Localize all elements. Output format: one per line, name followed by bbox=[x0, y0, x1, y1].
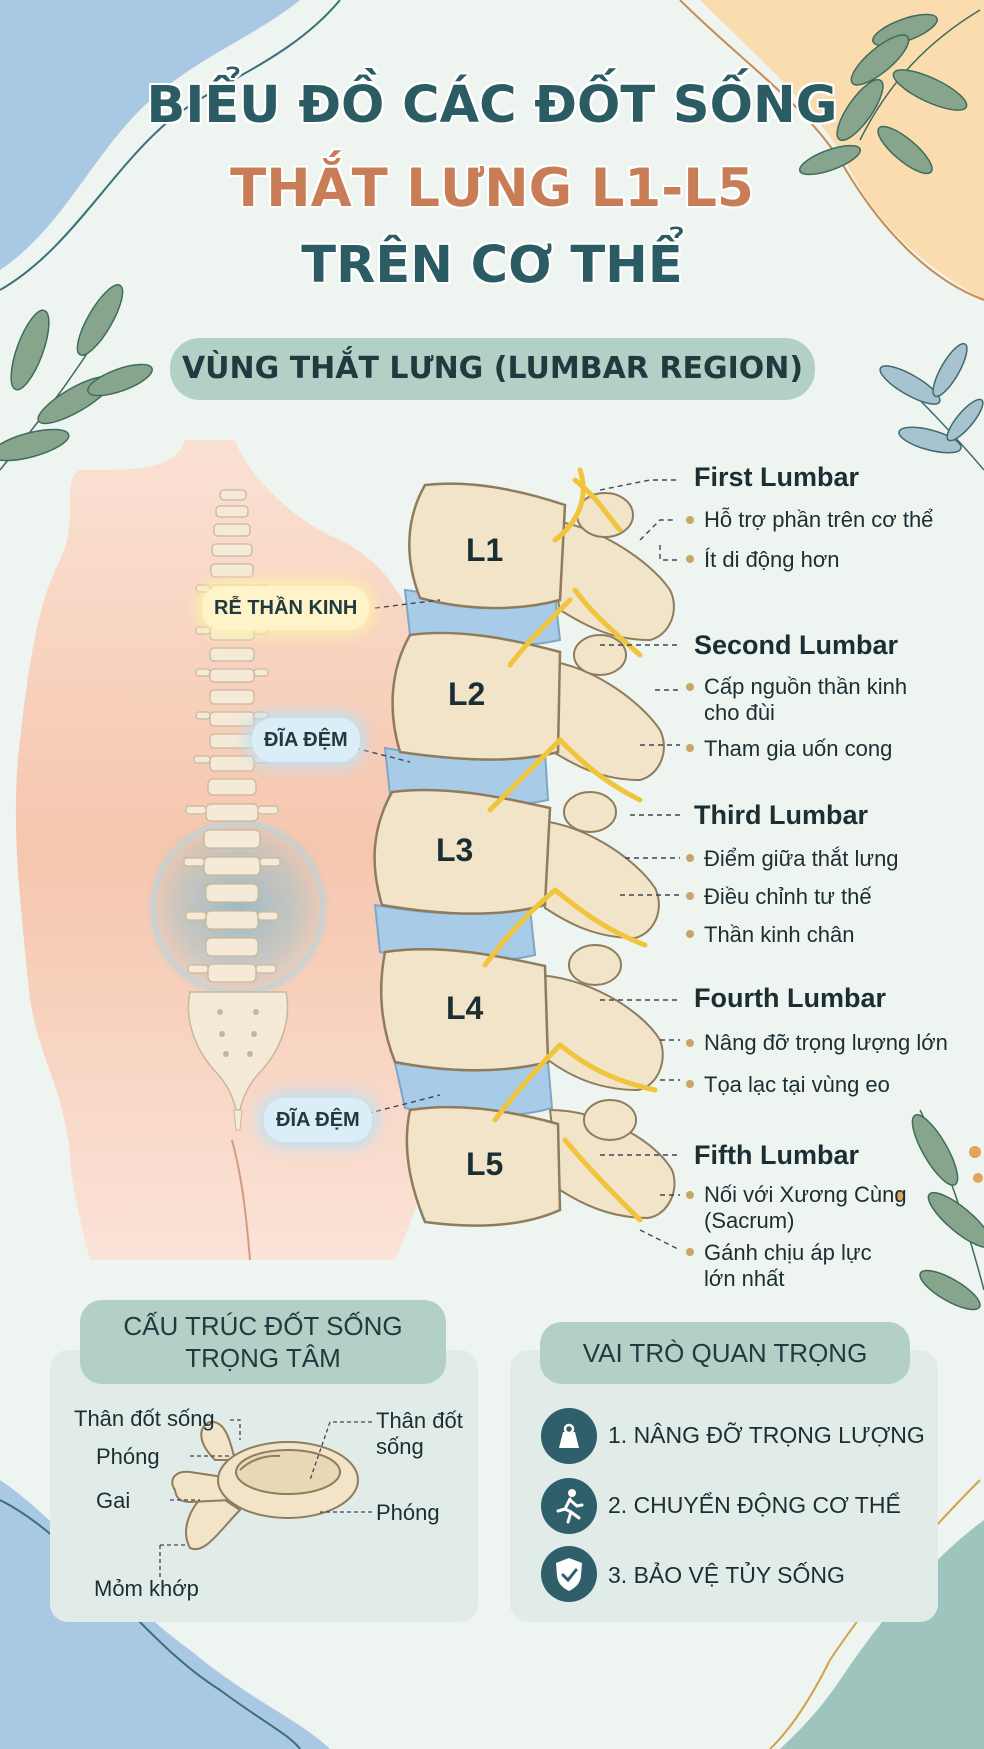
l2-note-1: Cấp nguồn thần kinh cho đùi bbox=[704, 674, 908, 725]
l4-note-1: Nâng đỡ trọng lượng lớn bbox=[704, 1030, 948, 1055]
structure-connector-lines bbox=[159, 1419, 372, 1578]
disc-tag-upper: ĐĨA ĐỆM bbox=[252, 718, 360, 762]
shield-check-icon bbox=[541, 1546, 597, 1602]
structure-panel-title: CẤU TRÚC ĐỐT SỐNG TRỌNG TÂM bbox=[80, 1300, 446, 1384]
disc-tag-lower: ĐĨA ĐỆM bbox=[264, 1098, 372, 1142]
role-item-2: 2. CHUYỂN ĐỘNG CƠ THỂ bbox=[608, 1492, 901, 1518]
note-bullets bbox=[686, 516, 694, 1256]
vertebra-label-l2: L2 bbox=[448, 676, 486, 712]
label-facet: Mỏm khớp bbox=[94, 1576, 199, 1601]
vertebra-label-l5: L5 bbox=[466, 1146, 504, 1182]
vertebra-label-l4: L4 bbox=[446, 990, 484, 1026]
first-lumbar-heading: First Lumbar bbox=[694, 462, 860, 492]
role-item-1: 1. NÂNG ĐỠ TRỌNG LƯỢNG bbox=[608, 1422, 925, 1448]
title-line-2: THẮT LƯNG L1-L5 bbox=[230, 158, 754, 219]
label-process-right: Phóng bbox=[376, 1500, 440, 1525]
roles-panel-title: VAI TRÒ QUAN TRỌNG bbox=[540, 1322, 910, 1384]
fourth-lumbar-heading: Fourth Lumbar bbox=[694, 983, 886, 1013]
l5-note-2: Gánh chịu áp lực lớn nhất bbox=[704, 1240, 872, 1291]
region-label: VÙNG THẮT LƯNG (LUMBAR REGION) bbox=[170, 338, 815, 400]
l1-note-1: Hỗ trợ phần trên cơ thể bbox=[704, 507, 934, 532]
l2-note-2: Tham gia uốn cong bbox=[704, 736, 893, 761]
l5-note-1: Nối với Xương Cùng (Sacrum) bbox=[704, 1182, 907, 1233]
weight-icon bbox=[541, 1408, 597, 1464]
third-lumbar-heading: Third Lumbar bbox=[694, 800, 868, 830]
l3-note-3: Thần kinh chân bbox=[704, 922, 855, 947]
l1-note-2: Ít di động hơn bbox=[704, 547, 840, 572]
title-line-3: TRÊN CƠ THỂ bbox=[301, 236, 683, 295]
vertebra-label-l1: L1 bbox=[466, 532, 504, 568]
l3-note-2: Điều chỉnh tư thế bbox=[704, 884, 872, 909]
nerve-root-tag: RỄ THẦN KINH bbox=[202, 586, 370, 630]
label-process-left: Phóng bbox=[96, 1444, 160, 1469]
vertebra-structure-illustration bbox=[171, 1420, 359, 1551]
second-lumbar-heading: Second Lumbar bbox=[694, 630, 899, 660]
label-spine: Gai bbox=[96, 1488, 131, 1513]
l4-note-2: Tọa lạc tại vùng eo bbox=[704, 1072, 890, 1097]
role-item-3: 3. BẢO VỆ TỦY SỐNG bbox=[608, 1562, 845, 1588]
vertebra-label-l3: L3 bbox=[436, 832, 474, 868]
fifth-lumbar-heading: Fifth Lumbar bbox=[694, 1140, 859, 1170]
label-body-right: Thân đốt sống bbox=[376, 1408, 463, 1459]
running-person-icon bbox=[541, 1478, 597, 1534]
l3-note-1: Điểm giữa thắt lưng bbox=[704, 846, 899, 871]
label-body-top: Thân đốt sống bbox=[74, 1406, 215, 1431]
title-line-1: BIỂU ĐỒ CÁC ĐỐT SỐNG bbox=[146, 76, 838, 135]
